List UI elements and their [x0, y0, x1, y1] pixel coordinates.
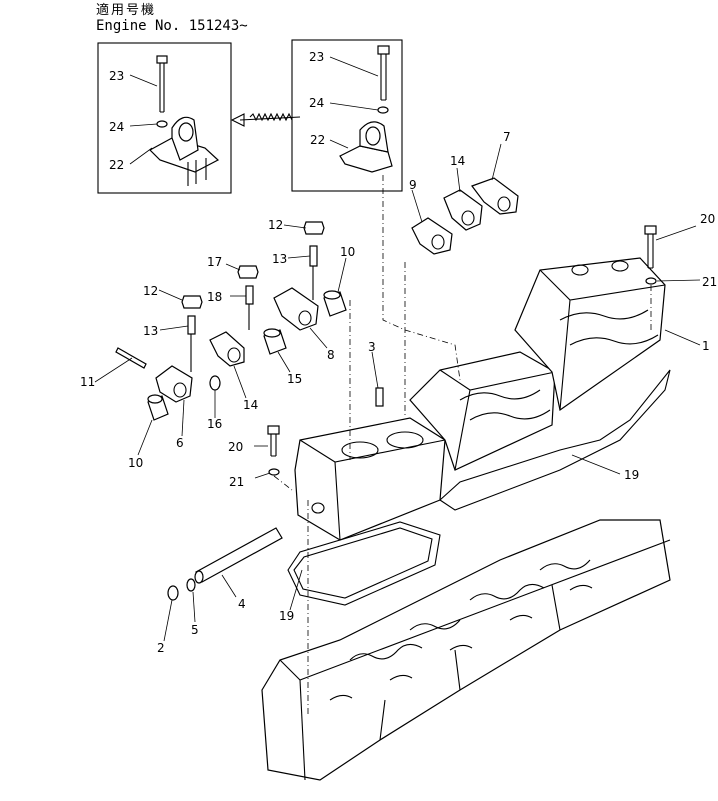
rocker-housing-rear: [514, 257, 666, 412]
label-part-20-left: 20: [228, 440, 243, 454]
nut-17: [237, 265, 259, 279]
label-part-20-right: 20: [700, 212, 715, 226]
gasket-rear: [439, 369, 671, 511]
label-part-7: 7: [503, 130, 511, 144]
label-part-21-right: 21: [702, 275, 717, 289]
bushing-10-right: [323, 290, 347, 317]
label-part-10-left: 10: [128, 456, 143, 470]
inset-arrow: [230, 112, 301, 127]
label-part-19-right: 19: [624, 468, 639, 482]
plug-part-5: [186, 578, 196, 592]
label-part-17: 17: [207, 255, 222, 269]
rocker-arm-8: [273, 287, 319, 331]
label-part-23-left: 23: [109, 69, 124, 83]
label-part-10-right: 10: [340, 245, 355, 259]
rocker-arm-14-left: [209, 331, 245, 367]
adjust-screw-13-right: [309, 245, 318, 300]
inset-left-bolt: [156, 55, 168, 113]
applicable-serial-label-jp: 適用号機: [96, 3, 157, 18]
gasket-front: [287, 521, 441, 606]
rocker-arm-14-right: [443, 189, 483, 231]
label-part-14-right: 14: [450, 154, 465, 168]
washer-16: [209, 375, 221, 391]
adjust-screw-13-left: [187, 315, 196, 372]
adjust-screw-18: [245, 285, 254, 330]
inset-left-washer: [156, 120, 168, 128]
leader-lines: [94, 56, 701, 642]
inset-right-bolt: [377, 45, 390, 101]
nut-12-left: [181, 295, 203, 309]
rocker-shaft: [194, 527, 283, 584]
bushing-15: [263, 328, 287, 355]
pin-11: [115, 347, 147, 369]
label-part-13-left: 13: [143, 324, 158, 338]
rocker-housing-front: [294, 417, 446, 541]
inset-right-bracket: [339, 121, 393, 173]
label-part-22-right: 22: [310, 133, 325, 147]
label-part-4: 4: [238, 597, 246, 611]
label-part-13-right: 13: [272, 252, 287, 266]
label-part-19-left: 19: [279, 609, 294, 623]
label-part-1: 1: [702, 339, 710, 353]
label-part-8: 8: [327, 348, 335, 362]
bolt-20-right: [644, 225, 657, 269]
nut-12-right: [303, 221, 325, 235]
part-number-labels: 1 2 3 4 5 6 7 8 9 10 10 11 12 12 13 13 1…: [80, 50, 717, 655]
inset-box-right: [291, 39, 403, 192]
rocker-housing-middle: [409, 351, 556, 471]
label-part-18: 18: [207, 290, 222, 304]
inset-right-washer: [377, 106, 389, 114]
label-part-12-right: 12: [268, 218, 283, 232]
label-part-6: 6: [176, 436, 184, 450]
rocker-arm-9: [411, 217, 453, 255]
label-part-14-left: 14: [243, 398, 258, 412]
stud-3: [375, 387, 384, 407]
label-part-2: 2: [157, 641, 165, 655]
inset-left-bracket: [149, 116, 220, 186]
washer-21-left: [268, 468, 280, 476]
inset-box-left: [97, 42, 232, 194]
bushing-10-left: [147, 394, 169, 421]
cylinder-head: [261, 519, 671, 781]
alignment-lines: [273, 175, 652, 715]
label-part-21-left: 21: [229, 475, 244, 489]
plug-part-2: [167, 585, 179, 601]
label-part-11: 11: [80, 375, 95, 389]
label-part-24-right: 24: [309, 96, 324, 110]
label-part-15: 15: [287, 372, 302, 386]
bolt-20-left: [267, 425, 280, 457]
label-part-22-left: 22: [109, 158, 124, 172]
label-part-24-left: 24: [109, 120, 124, 134]
label-part-9: 9: [409, 178, 417, 192]
rocker-arm-7: [471, 177, 519, 215]
rocker-arm-6: [155, 365, 193, 403]
label-part-23-right: 23: [309, 50, 324, 64]
engine-serial-label: Engine No. 151243~: [96, 18, 248, 34]
label-part-12-left: 12: [143, 284, 158, 298]
label-part-3: 3: [368, 340, 376, 354]
label-part-16: 16: [207, 417, 222, 431]
washer-21-right: [645, 277, 657, 285]
label-part-5: 5: [191, 623, 199, 637]
